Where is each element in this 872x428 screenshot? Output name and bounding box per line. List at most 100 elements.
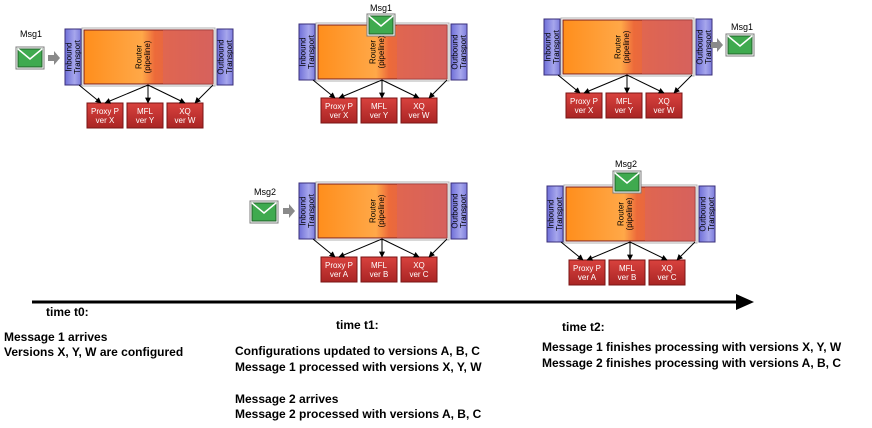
t0-line-2: Versions X, Y, W are configured bbox=[4, 345, 184, 359]
resource-box bbox=[126, 102, 164, 129]
resource-version: ver W bbox=[654, 106, 675, 115]
outbound-transport-box bbox=[450, 182, 468, 240]
router-shade bbox=[645, 187, 695, 241]
resource-version: ver X bbox=[96, 116, 115, 125]
msg1-envelope-icon bbox=[725, 33, 755, 57]
connector-arrow bbox=[312, 79, 336, 99]
resource-box bbox=[608, 259, 646, 286]
resource-box bbox=[360, 97, 398, 124]
envelope-flap bbox=[727, 35, 753, 47]
inbound-transport-box bbox=[546, 185, 564, 243]
resource-name: Proxy P bbox=[573, 264, 601, 273]
connector-arrow bbox=[428, 79, 448, 99]
router-shade bbox=[397, 25, 447, 79]
t2-line-1: Message 1 finishes processing with versi… bbox=[542, 340, 842, 354]
resource-version: ver A bbox=[578, 273, 597, 282]
timeline bbox=[32, 294, 754, 310]
t2-line-2: Message 2 finishes processing with versi… bbox=[542, 356, 841, 370]
t1-line-1: Configurations updated to versions A, B,… bbox=[235, 344, 480, 358]
resource-name: Proxy P bbox=[91, 107, 119, 116]
resource-name: MFL bbox=[371, 102, 388, 111]
msg2-label: Msg2 bbox=[254, 187, 276, 197]
t1-line-4: Message 2 arrives bbox=[235, 392, 339, 406]
resource-version: ver W bbox=[175, 116, 196, 125]
inbound-transport-box bbox=[64, 28, 82, 86]
msg1-label: Msg1 bbox=[731, 22, 753, 32]
resource-version: ver C bbox=[409, 270, 428, 279]
resource-version: ver W bbox=[409, 111, 430, 120]
resource-name: Proxy P bbox=[570, 97, 598, 106]
resource-name: MFL bbox=[619, 264, 636, 273]
outbound-transport-box bbox=[698, 185, 716, 243]
router-shade bbox=[163, 30, 213, 84]
resource-box bbox=[400, 97, 438, 124]
outbound-transport-label: OutboundTransport bbox=[450, 34, 468, 69]
connector-arrow bbox=[312, 238, 336, 258]
connector-arrow bbox=[676, 241, 696, 261]
connector-arrow bbox=[673, 74, 693, 94]
t1-label: time t1: bbox=[336, 318, 379, 332]
resource-version: ver B bbox=[370, 270, 389, 279]
outbound-transport-label: OutboundTransport bbox=[698, 196, 716, 231]
router-label: Router(pipeline) bbox=[368, 194, 386, 227]
outbound-transport-label: OutboundTransport bbox=[450, 193, 468, 228]
resource-box bbox=[360, 256, 398, 283]
envelope-flap bbox=[614, 172, 640, 184]
outbound-transport-box bbox=[216, 28, 234, 86]
resource-name: MFL bbox=[371, 261, 388, 270]
resource-version: ver X bbox=[330, 111, 349, 120]
inbound-transport-box bbox=[298, 182, 316, 240]
resource-version: ver X bbox=[575, 106, 594, 115]
connector-arrow bbox=[560, 241, 584, 261]
resource-name: XQ bbox=[179, 107, 191, 116]
connector-arrow bbox=[104, 84, 149, 104]
router-label: Router(pipeline) bbox=[368, 35, 386, 68]
router-label: Router(pipeline) bbox=[613, 30, 631, 63]
resource-version: ver A bbox=[330, 270, 349, 279]
connector-arrow bbox=[557, 74, 581, 94]
router-shade bbox=[397, 184, 447, 238]
msg2-label: Msg2 bbox=[615, 159, 637, 169]
resource-box bbox=[86, 102, 124, 129]
resource-name: Proxy P bbox=[325, 261, 353, 270]
connector-arrow bbox=[338, 79, 383, 99]
envelope-flap bbox=[17, 48, 43, 60]
router-label: Router(pipeline) bbox=[616, 197, 634, 230]
resource-name: XQ bbox=[661, 264, 673, 273]
outbound-transport-label: OutboundTransport bbox=[695, 29, 713, 64]
router-shade bbox=[642, 20, 692, 74]
connector-arrow bbox=[583, 74, 628, 94]
timeline-arrowhead-icon bbox=[736, 294, 754, 310]
resource-box bbox=[320, 256, 358, 283]
msg1-label: Msg1 bbox=[20, 29, 42, 39]
outbound-transport-box bbox=[450, 23, 468, 81]
msg2-envelope-icon bbox=[612, 170, 642, 194]
connector-arrow bbox=[381, 238, 420, 258]
resource-name: XQ bbox=[413, 102, 425, 111]
outbound-transport-label: OutboundTransport bbox=[216, 39, 234, 74]
connector-arrow bbox=[338, 238, 383, 258]
resource-version: ver Y bbox=[370, 111, 389, 120]
incoming-arrow-icon bbox=[283, 204, 295, 218]
envelope-flap bbox=[251, 202, 277, 214]
inbound-transport-box bbox=[543, 18, 561, 76]
resource-name: XQ bbox=[658, 97, 670, 106]
resource-name: MFL bbox=[137, 107, 154, 116]
t0-label: time t0: bbox=[46, 305, 89, 319]
resource-version: ver Y bbox=[136, 116, 155, 125]
